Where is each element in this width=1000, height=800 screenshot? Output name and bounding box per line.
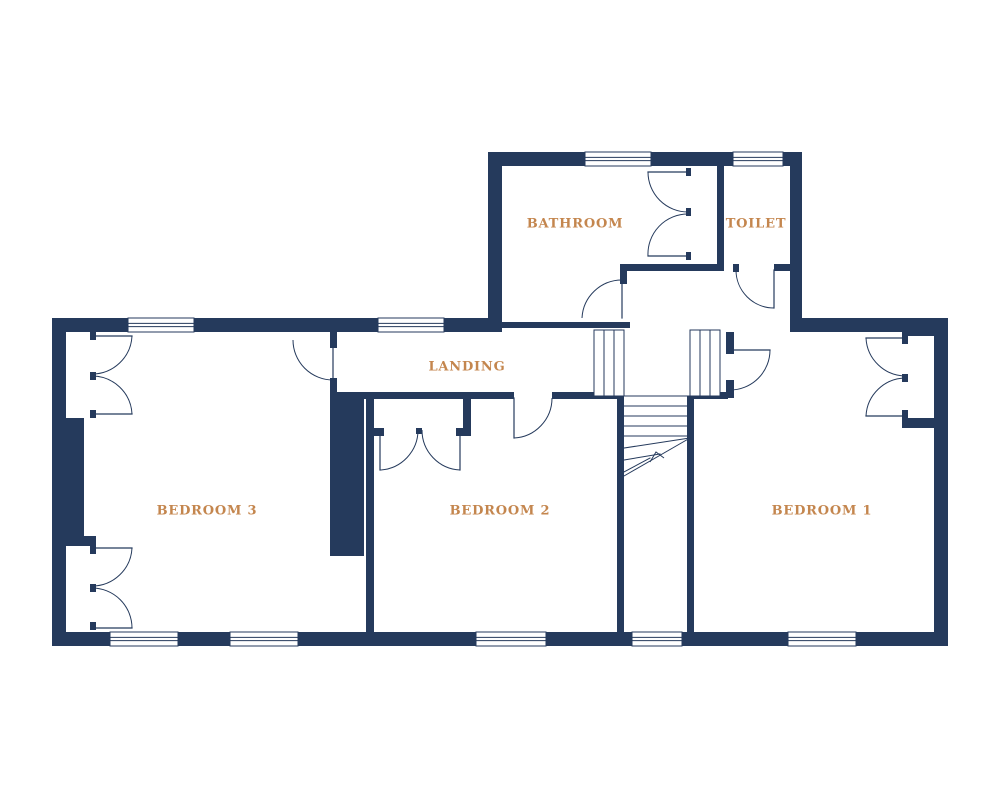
door-bed3-wardrobe1-arc1	[91, 335, 133, 375]
wall-stair-left	[617, 396, 624, 646]
door-bedroom3-arc	[292, 339, 334, 381]
wall-stair-right	[687, 396, 694, 646]
window-frame	[109, 631, 179, 647]
wall-bed2-cupboard-right	[457, 428, 469, 436]
wall-upper-left	[488, 152, 502, 332]
wall-outer-left	[52, 318, 66, 646]
doors	[91, 171, 907, 629]
door-bath-cupboard-arc1	[647, 171, 689, 213]
room-label-toilet: TOILET	[726, 217, 787, 232]
window-bedroom3-bottom-right	[229, 631, 299, 647]
window-bathroom	[584, 151, 652, 167]
walls	[52, 152, 948, 646]
wall-bath-toilet	[717, 164, 724, 268]
window-frame	[127, 317, 195, 333]
hinge	[90, 584, 96, 592]
room-label-bathroom: BATHROOM	[527, 217, 624, 232]
windows	[109, 151, 857, 647]
stair-break-mark	[649, 451, 665, 463]
hinge	[733, 264, 739, 272]
wall-bed3-left-pier2	[64, 536, 96, 546]
wall-landing-stub-low	[330, 378, 337, 398]
hinge	[90, 372, 96, 380]
wall-bed1-stub-low	[726, 380, 734, 398]
door-hinges	[90, 168, 908, 630]
room-label-landing: LANDING	[428, 360, 505, 375]
staircase	[593, 329, 721, 477]
wall-bed1-cupboard-top	[902, 330, 936, 336]
wall-bed1-stub	[726, 332, 734, 354]
stair-winder	[623, 457, 651, 473]
wall-upper-floor	[502, 322, 630, 328]
hinge	[90, 410, 96, 418]
wall-toilet-bottom	[774, 264, 792, 271]
hinge	[90, 332, 96, 340]
hinge	[686, 252, 691, 260]
hinge	[728, 344, 734, 352]
window-toilet	[732, 151, 784, 167]
hinge	[902, 374, 908, 382]
window-bedroom3-top	[127, 317, 195, 333]
window-frame	[229, 631, 299, 647]
hinge	[456, 428, 462, 436]
wall-landing-bottom-mid	[552, 392, 624, 399]
wall-landing-bottom-left	[330, 392, 514, 399]
wall-bed3-chimney-right	[330, 392, 364, 556]
door-toilet-arc	[735, 269, 775, 309]
door-bed1-wardrobe-arc2	[865, 377, 907, 417]
wall-upper-right	[790, 152, 802, 332]
room-label-bedroom1: BEDROOM 1	[772, 504, 873, 519]
stair-rail-right	[689, 329, 721, 397]
stair-break	[623, 437, 691, 477]
wall-outer-top-right	[790, 318, 948, 332]
window-bedroom3-bottom-left	[109, 631, 179, 647]
door-bath-cupboard-arc2	[647, 213, 689, 257]
hinge	[90, 622, 96, 630]
wall-bed3-left-chimney	[64, 428, 84, 538]
door-bedroom1-arc	[729, 349, 771, 391]
window-bedroom1-bottom	[787, 631, 857, 647]
wall-outer-right	[934, 318, 948, 646]
wall-bath-bottom	[620, 264, 724, 271]
window-frame	[475, 631, 547, 647]
window-frame	[631, 631, 683, 647]
door-bedroom2-arc	[513, 397, 553, 439]
window-frame	[584, 151, 652, 167]
window-frame	[787, 631, 857, 647]
door-bed2-cupboard-arc1	[379, 429, 419, 471]
room-labels: BATHROOM TOILET LANDING BEDROOM 3 BEDROO…	[157, 217, 873, 519]
door-bed1-wardrobe-arc1	[865, 337, 907, 377]
window-frame	[377, 317, 445, 333]
door-bed3-wardrobe1-arc2	[91, 375, 133, 415]
hinge	[686, 208, 691, 216]
window-landing-top	[377, 317, 445, 333]
door-bed3-wardrobe2-arc2	[91, 587, 133, 629]
room-label-bedroom3: BEDROOM 3	[157, 504, 258, 519]
door-bed3-wardrobe2-arc1	[91, 547, 133, 587]
window-frame	[732, 151, 784, 167]
wall-bath-bottom-stub	[620, 264, 627, 284]
hinge	[416, 428, 422, 434]
window-stair-bottom	[631, 631, 683, 647]
wall-bed3-right	[366, 392, 374, 642]
wall-bed3-left-pier	[64, 418, 84, 430]
door-bed2-cupboard-arc2	[421, 429, 461, 471]
wall-bed2-cupboard-post	[463, 398, 471, 436]
room-label-bedroom2: BEDROOM 2	[450, 504, 551, 519]
stair-rail-left	[593, 329, 625, 397]
hinge	[376, 428, 382, 436]
hinge	[902, 336, 908, 344]
wall-bed1-cupboard-bottom	[902, 418, 936, 428]
hinge	[90, 546, 96, 554]
door-bathroom-arc	[581, 279, 623, 319]
stair-winder	[623, 437, 691, 449]
window-bedroom2-bottom	[475, 631, 547, 647]
hinge	[686, 168, 691, 176]
hinge	[902, 410, 908, 418]
